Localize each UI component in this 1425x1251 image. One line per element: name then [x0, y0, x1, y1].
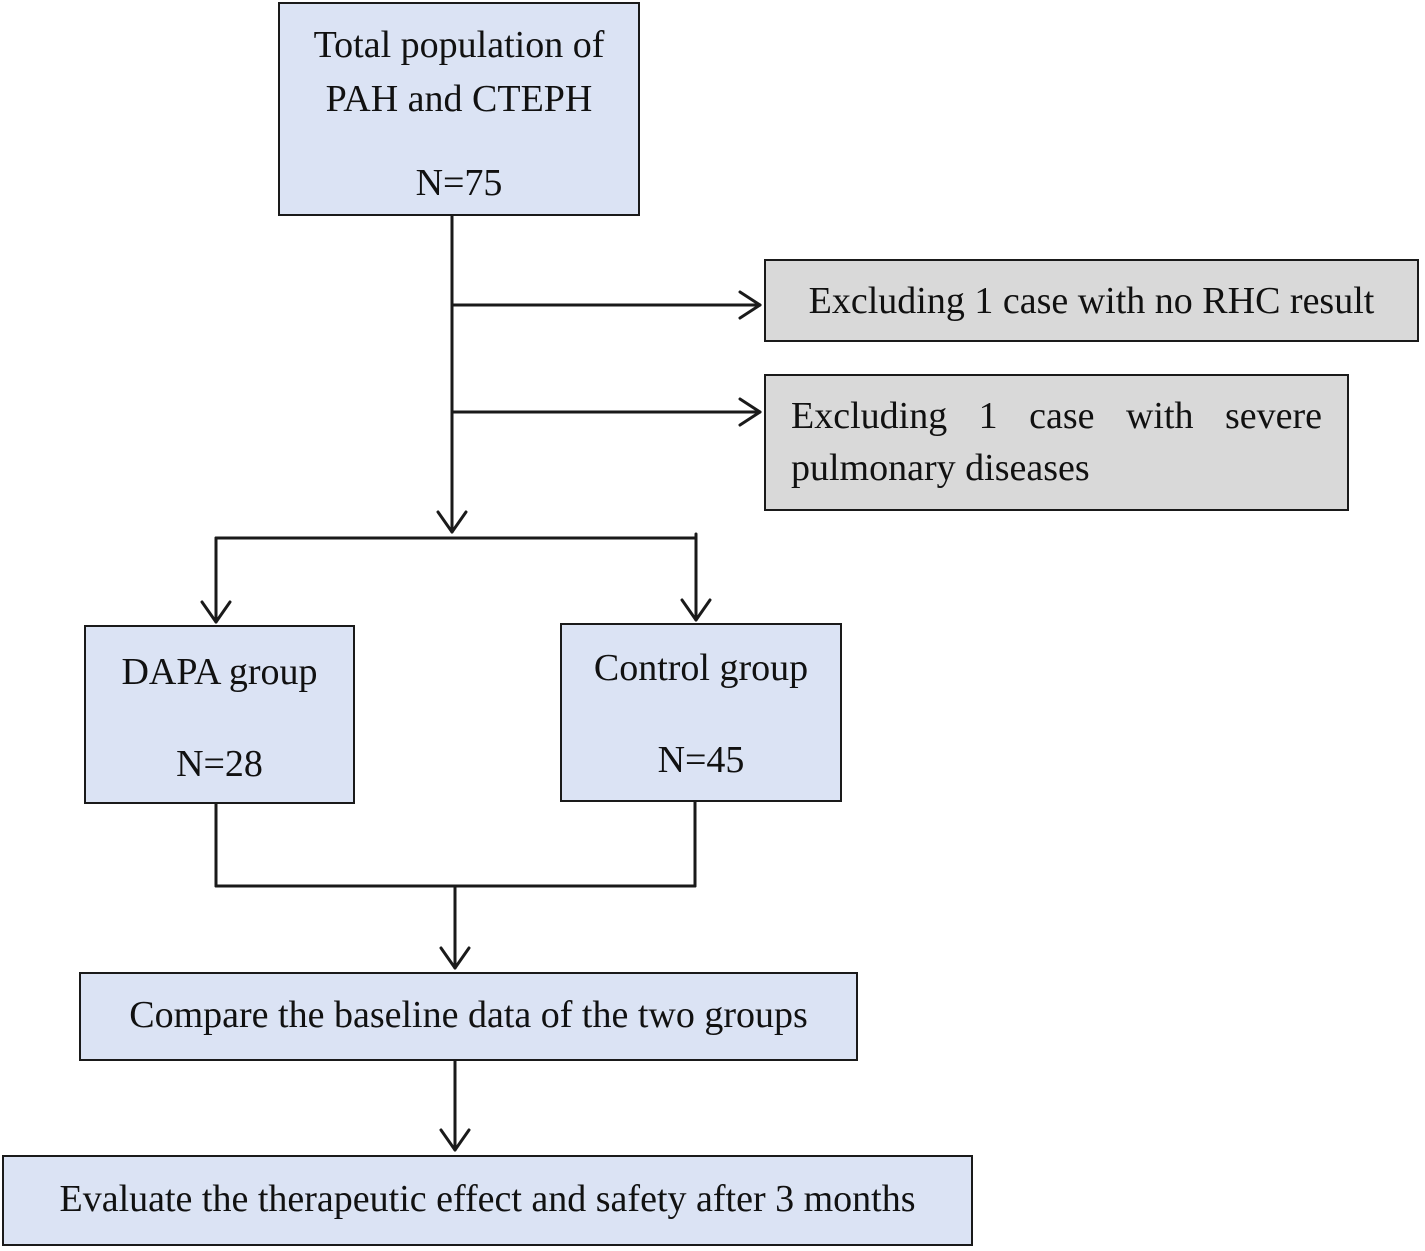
- arrowhead-exclusion-1: [738, 290, 762, 320]
- total-population-box: Total population of PAH and CTEPH N=75: [278, 2, 640, 216]
- dapa-group-box: DAPA group N=28: [84, 625, 355, 804]
- dapa-group-count: N=28: [176, 743, 263, 785]
- arrowhead-exclusion-2: [738, 397, 762, 427]
- evaluate-text: Evaluate the therapeutic effect and safe…: [59, 1178, 916, 1220]
- control-group-count: N=45: [657, 739, 745, 781]
- trunk-arrowhead: [436, 510, 468, 534]
- control-group-label: Control group: [593, 647, 809, 689]
- exclusion-pulmonary-text: Excluding 1 case with severe pulmonary d…: [791, 390, 1322, 494]
- total-population-label-line2: PAH and CTEPH: [325, 78, 593, 120]
- compare-baseline-text: Compare the baseline data of the two gro…: [129, 994, 808, 1036]
- exclusion-no-rhc-text: Excluding 1 case with no RHC result: [808, 280, 1375, 322]
- arrowhead-dapa: [200, 600, 232, 624]
- exclusion-box-pulmonary: Excluding 1 case with severe pulmonary d…: [764, 374, 1349, 511]
- dapa-group-label: DAPA group: [121, 651, 318, 693]
- total-population-label-line1: Total population of: [313, 24, 605, 66]
- total-population-count: N=75: [415, 162, 503, 204]
- arrowhead-control: [680, 598, 712, 622]
- arrowhead-compare: [439, 946, 471, 970]
- exclusion-pulmonary-line1: Excluding 1 case with severe: [791, 395, 1322, 437]
- compare-baseline-box: Compare the baseline data of the two gro…: [79, 972, 858, 1061]
- exclusion-pulmonary-line2: pulmonary diseases: [791, 447, 1090, 489]
- control-group-box: Control group N=45: [560, 623, 842, 802]
- arrowhead-evaluate: [439, 1128, 471, 1152]
- evaluate-box: Evaluate the therapeutic effect and safe…: [2, 1155, 973, 1246]
- exclusion-box-no-rhc: Excluding 1 case with no RHC result: [764, 259, 1419, 342]
